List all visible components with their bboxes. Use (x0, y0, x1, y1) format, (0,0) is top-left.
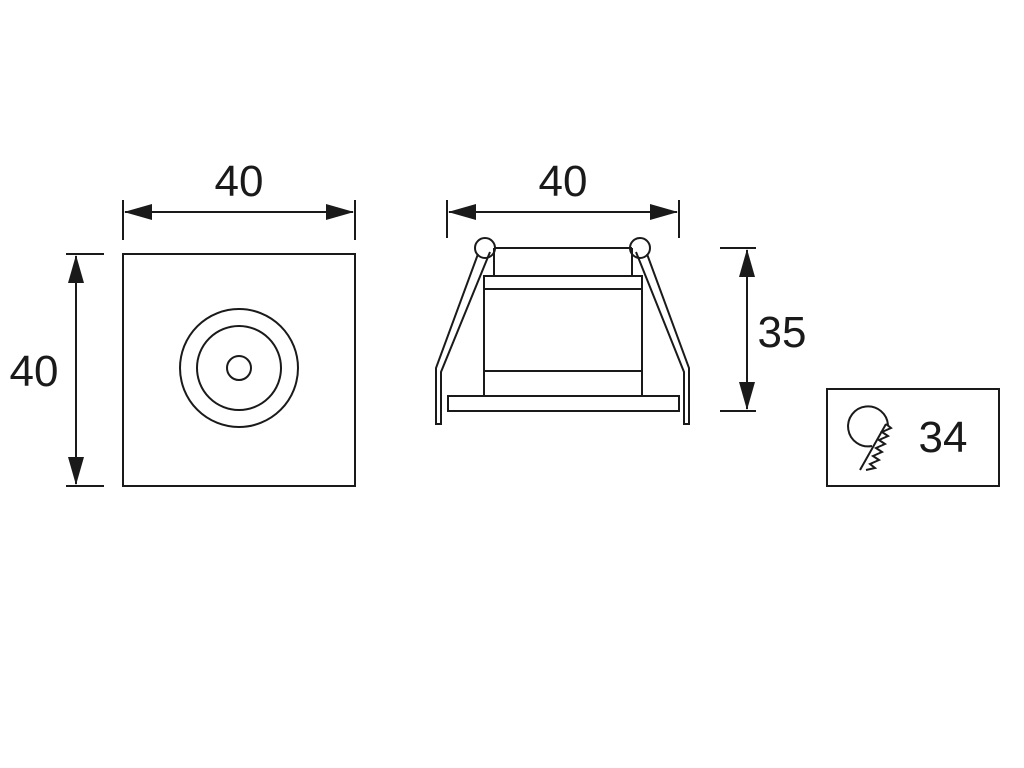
square-housing-outline (122, 253, 356, 487)
arrowhead-right (326, 204, 354, 220)
cutout-box: 34 (826, 388, 1000, 487)
clip-pivot-left (474, 237, 496, 259)
top-view-width-label: 40 (215, 157, 264, 206)
arrowhead-top (739, 249, 755, 277)
hole-saw-icon (847, 405, 893, 471)
spring-clip-left (435, 237, 496, 425)
arrowhead-left (448, 204, 476, 220)
main-body (483, 275, 643, 397)
top-view: 40 40 (10, 157, 356, 487)
arrowhead-bottom (739, 382, 755, 410)
bottom-flange (447, 395, 680, 412)
top-view-height-label: 40 (10, 347, 59, 396)
clip-arm-left (435, 251, 491, 425)
fixture-body (447, 247, 680, 412)
top-view-height-dimension: 40 (10, 253, 104, 487)
clip-pivot-right (629, 237, 651, 259)
spring-clip-right (629, 237, 690, 425)
clip-arm-right (635, 251, 690, 425)
arrowhead-top (68, 255, 84, 283)
side-view-width-label: 40 (539, 157, 588, 206)
hole-saw-teeth (865, 423, 893, 471)
outer-ring (179, 308, 299, 428)
cutout-frame (826, 388, 1000, 487)
hole-saw-arc (847, 405, 889, 448)
side-view-height-dimension: 35 (720, 247, 807, 412)
top-view-width-dimension: 40 (122, 157, 356, 240)
arrowhead-bottom (68, 457, 84, 485)
side-view-width-dimension: 40 (446, 157, 680, 238)
side-view-height-label: 35 (758, 308, 807, 357)
led-lens (226, 355, 252, 381)
cutout-diameter-label: 34 (919, 413, 968, 462)
side-view: 40 35 (435, 157, 807, 425)
inner-ring (196, 325, 282, 411)
arrowhead-left (124, 204, 152, 220)
arrowhead-right (650, 204, 678, 220)
